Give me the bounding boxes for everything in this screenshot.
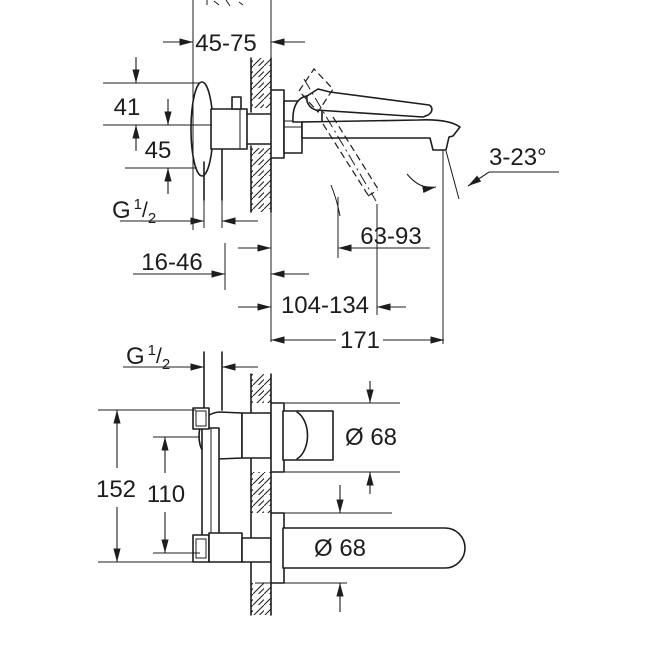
lever-raised-phantom	[298, 68, 334, 113]
concealed-body-profile	[192, 351, 466, 584]
wall-pipe	[246, 113, 272, 145]
supply-pipe	[203, 351, 223, 411]
spout-profile-bar	[282, 527, 466, 569]
handle-knob	[282, 410, 334, 461]
wall-section-top-view	[250, 57, 272, 213]
spout	[301, 119, 461, 151]
lever-tip-curve	[330, 184, 341, 217]
dim-body-height-label: 152	[96, 476, 136, 503]
body-tab	[231, 96, 242, 110]
dim-spout-escutcheon-diameter-label: Ø 68	[314, 535, 366, 562]
escutcheon-oval	[190, 81, 214, 177]
spout-angle-label: 3-23°	[489, 144, 547, 171]
top-union-fitting	[192, 407, 210, 430]
water-stream-angled	[445, 150, 460, 200]
dim-lever-projection-label: 63-93	[360, 223, 421, 250]
wall-section-bottom-view	[250, 373, 272, 616]
dim-above-center-label: 41	[114, 94, 141, 121]
lever-lowered-phantom	[322, 116, 379, 197]
dim-escutcheon-diameter-label: Ø 68	[345, 424, 397, 451]
dimension-lines-top	[103, 0, 559, 344]
dim-lever-swing-label: 104-134	[281, 292, 369, 319]
handle-escutcheon	[270, 402, 285, 473]
lever-axis-line	[303, 78, 377, 202]
dim-rear-clearance-label: 16-46	[141, 249, 202, 276]
spout-connector	[208, 532, 243, 563]
spout-escutcheon	[270, 512, 285, 584]
spout-angle-leader	[467, 171, 559, 187]
wall-flange	[270, 89, 285, 159]
dim-spout-projection-label: 171	[340, 327, 380, 354]
valve-wall-pass	[241, 412, 272, 459]
dim-ports-distance-label: 110	[147, 481, 185, 508]
supply-stub	[203, 149, 223, 201]
handle-knob-arc	[296, 411, 309, 460]
dim-below-center-label: 45	[145, 137, 172, 164]
dim-depth-range-label: 45-75	[195, 30, 256, 57]
mixer-body	[210, 108, 248, 150]
lever-handle	[306, 88, 433, 118]
dimension-lines-bottom	[98, 363, 400, 612]
clipped-top-dimension-fragments	[206, 0, 244, 7]
spout-angle-arc	[406, 173, 437, 194]
spout-wall-pipe	[241, 537, 272, 563]
